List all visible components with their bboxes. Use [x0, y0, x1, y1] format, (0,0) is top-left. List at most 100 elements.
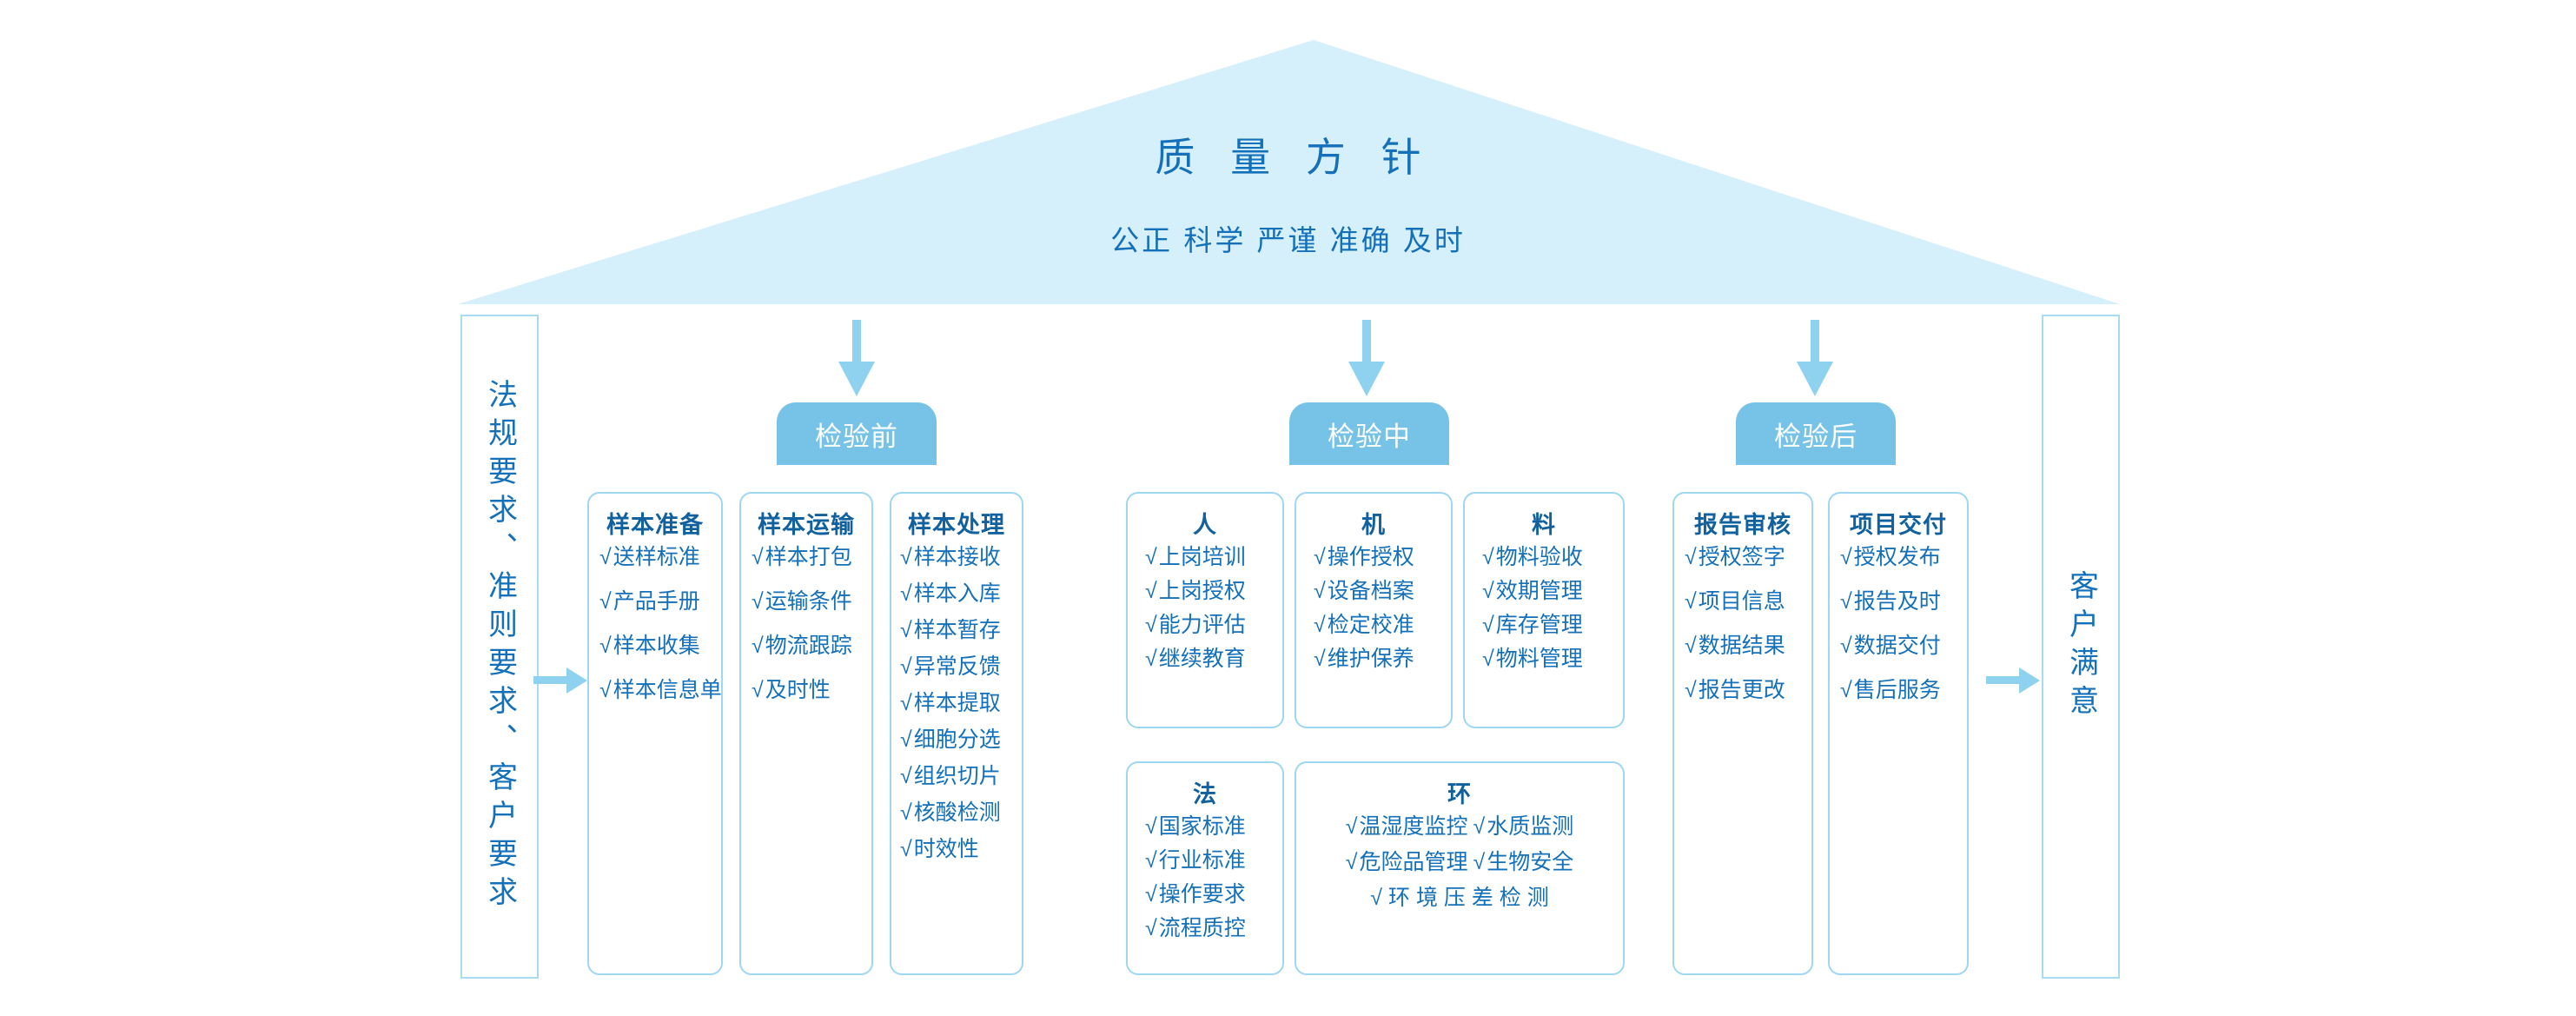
check-icon: √ [1685, 678, 1697, 702]
card-people[interactable]: 人 √上岗培训 √上岗授权 √能力评估 √继续教育 [1126, 492, 1284, 728]
check-icon: √ [1685, 589, 1697, 614]
stage-label: 检验中 [1328, 421, 1411, 452]
list-item: √样本信息单 [599, 678, 722, 702]
stage-pill-post-inspection[interactable]: 检验后 [1736, 402, 1896, 465]
check-icon: √ [900, 764, 912, 788]
list-item: √样本入库 [900, 581, 1001, 606]
down-arrow-in-inspection [1348, 320, 1385, 396]
check-icon: √ [900, 691, 912, 715]
list-item: √温湿度监控 [1345, 814, 1468, 839]
list-item-wide: √环 境 压 差 检 测 [1370, 886, 1549, 910]
check-icon: √ [900, 837, 912, 861]
card-material[interactable]: 料 √物料验收 √效期管理 √库存管理 √物料管理 [1463, 492, 1625, 728]
down-arrow-pre-inspection [838, 320, 875, 396]
card-project-delivery[interactable]: 项目交付 √授权发布 √报告及时 √数据交付 √售后服务 [1828, 492, 1969, 975]
down-arrow-post-inspection [1797, 320, 1833, 396]
list-item: √报告更改 [1685, 678, 1785, 702]
check-icon: √ [752, 545, 764, 569]
check-icon: √ [752, 634, 764, 658]
list-item: √送样标准 [599, 545, 700, 569]
stage-pill-in-inspection[interactable]: 检验中 [1289, 402, 1449, 465]
list-item: √操作授权 [1314, 545, 1414, 569]
list-item: √组织切片 [900, 764, 1001, 788]
card-title: 机 [1361, 512, 1386, 538]
list-item: √检定校准 [1314, 613, 1414, 637]
check-icon: √ [1345, 850, 1358, 874]
check-icon: √ [900, 654, 912, 679]
list-item: √维护保养 [1314, 647, 1414, 671]
check-icon: √ [1482, 613, 1494, 637]
check-icon: √ [1145, 647, 1157, 671]
list-item: √及时性 [752, 678, 831, 702]
list-item: √样本暂存 [900, 618, 1001, 642]
check-icon: √ [1145, 613, 1157, 637]
card-sample-prep[interactable]: 样本准备 √送样标准 √产品手册 √样本收集 √样本信息单 [587, 492, 723, 975]
check-icon: √ [752, 678, 764, 702]
list-item: √行业标准 [1145, 848, 1246, 873]
card-item-list: √操作授权 √设备档案 √检定校准 √维护保养 [1296, 547, 1451, 670]
check-icon: √ [1145, 882, 1157, 906]
card-item-list: √授权签字 √项目信息 √数据结果 √报告更改 [1674, 547, 1811, 701]
card-machine[interactable]: 机 √操作授权 √设备档案 √检定校准 √维护保养 [1295, 492, 1453, 728]
card-item-list: √上岗培训 √上岗授权 √能力评估 √继续教育 [1128, 547, 1282, 670]
list-item: √样本打包 [752, 545, 852, 569]
page-title: 质 量 方 针 [1155, 135, 1434, 180]
check-icon: √ [900, 618, 912, 642]
right-panel-label: 客户满意 [2064, 570, 2098, 723]
card-item-list: √样本接收 √样本入库 √样本暂存 √异常反馈 √样本提取 √细胞分选 √组织切… [891, 547, 1022, 860]
card-sample-transport[interactable]: 样本运输 √样本打包 √运输条件 √物流跟踪 √及时性 [739, 492, 873, 975]
check-icon: √ [1482, 647, 1494, 671]
right-satisfaction-panel: 客户满意 [2042, 315, 2120, 979]
card-title: 环 [1447, 781, 1472, 807]
list-item: √上岗培训 [1145, 545, 1246, 569]
list-item: √能力评估 [1145, 613, 1246, 637]
check-icon: √ [1145, 848, 1157, 873]
list-item: √危险品管理 [1345, 850, 1468, 874]
card-title: 样本运输 [758, 512, 855, 538]
check-icon: √ [1370, 886, 1387, 910]
list-item: √数据交付 [1840, 634, 1941, 658]
check-icon: √ [1685, 634, 1697, 658]
list-item: √上岗授权 [1145, 579, 1246, 603]
check-icon: √ [1473, 850, 1486, 874]
check-icon: √ [900, 800, 912, 825]
card-title: 人 [1193, 512, 1217, 538]
stage-pill-pre-inspection[interactable]: 检验前 [777, 402, 937, 465]
list-item: √样本提取 [900, 691, 1001, 715]
stage-label: 检验前 [815, 421, 898, 452]
list-item: √效期管理 [1482, 579, 1583, 603]
list-item: √授权签字 [1685, 545, 1785, 569]
card-law[interactable]: 法 √国家标准 √行业标准 √操作要求 √流程质控 [1126, 761, 1284, 975]
check-icon: √ [1145, 814, 1157, 839]
check-icon: √ [599, 589, 612, 614]
list-item: √异常反馈 [900, 654, 1001, 679]
page-subtitle: 公正 科学 严谨 准确 及时 [1110, 224, 1466, 256]
list-item: √授权发布 [1840, 545, 1941, 569]
list-item: √操作要求 [1145, 882, 1246, 906]
card-title: 法 [1193, 781, 1217, 807]
list-item: √样本接收 [900, 545, 1001, 569]
check-icon: √ [900, 545, 912, 569]
list-item: √物料验收 [1482, 545, 1583, 569]
card-title: 项目交付 [1850, 512, 1947, 538]
check-icon: √ [1473, 814, 1486, 839]
check-icon: √ [1840, 589, 1852, 614]
list-item: √库存管理 [1482, 613, 1583, 637]
card-report-review[interactable]: 报告审核 √授权签字 √项目信息 √数据结果 √报告更改 [1672, 492, 1813, 975]
card-environment[interactable]: 环 √温湿度监控 √水质监测 √危险品管理 √生物安全 √环 境 压 差 检 测 [1295, 761, 1625, 975]
list-item: √样本收集 [599, 634, 700, 658]
list-item: √生物安全 [1473, 850, 1574, 874]
check-icon: √ [1314, 647, 1326, 671]
check-icon: √ [1314, 579, 1326, 603]
left-requirements-panel: 法规要求、准则要求、客户要求 [460, 315, 539, 979]
check-icon: √ [599, 678, 612, 702]
list-item: √运输条件 [752, 589, 852, 614]
check-icon: √ [900, 581, 912, 606]
card-sample-processing[interactable]: 样本处理 √样本接收 √样本入库 √样本暂存 √异常反馈 √样本提取 √细胞分选… [890, 492, 1023, 975]
check-icon: √ [1840, 545, 1852, 569]
list-item: √物料管理 [1482, 647, 1583, 671]
list-item: √水质监测 [1473, 814, 1574, 839]
card-item-list: √送样标准 √产品手册 √样本收集 √样本信息单 [589, 545, 722, 702]
check-icon: √ [1482, 545, 1494, 569]
check-icon: √ [1345, 814, 1358, 839]
